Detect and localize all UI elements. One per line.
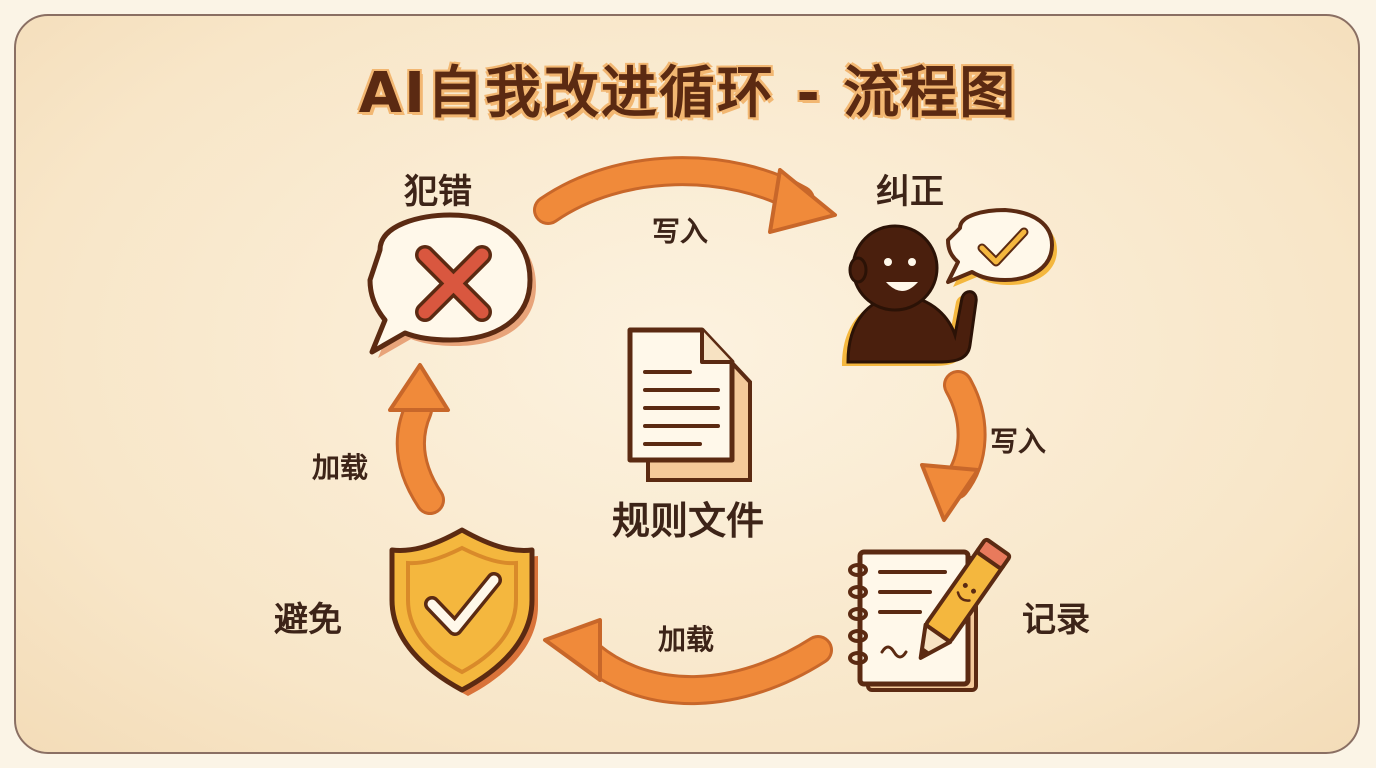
- node-label-record: 记录: [1022, 600, 1090, 640]
- node-label-center: 规则文件: [612, 499, 765, 543]
- notebook-pencil-icon: [848, 537, 1012, 692]
- arrow-record-to-avoid: [543, 618, 833, 706]
- diagram-title: AI自我改进循环 - 流程图: [358, 61, 1018, 126]
- node-label-mistake: 犯错: [404, 172, 472, 212]
- arrow-mistake-to-correct: [533, 156, 837, 234]
- arrow-correct-to-record: [920, 370, 987, 522]
- arrow-avoid-to-mistake: [388, 363, 450, 515]
- shield-check-icon: [389, 527, 538, 696]
- document-icon: [627, 327, 752, 482]
- node-label-correct: 纠正: [876, 172, 944, 212]
- node-label-avoid: 避免: [274, 600, 342, 640]
- edge-label-correct-to-record: 写入: [990, 425, 1047, 458]
- edge-label-record-to-avoid: 加载: [658, 623, 715, 656]
- speech-bubble-cross-icon: [367, 212, 536, 358]
- edge-label-avoid-to-mistake: 加载: [312, 451, 369, 484]
- edge-label-mistake-to-correct: 写入: [652, 215, 709, 248]
- person-check-bubble-icon: [842, 208, 1057, 366]
